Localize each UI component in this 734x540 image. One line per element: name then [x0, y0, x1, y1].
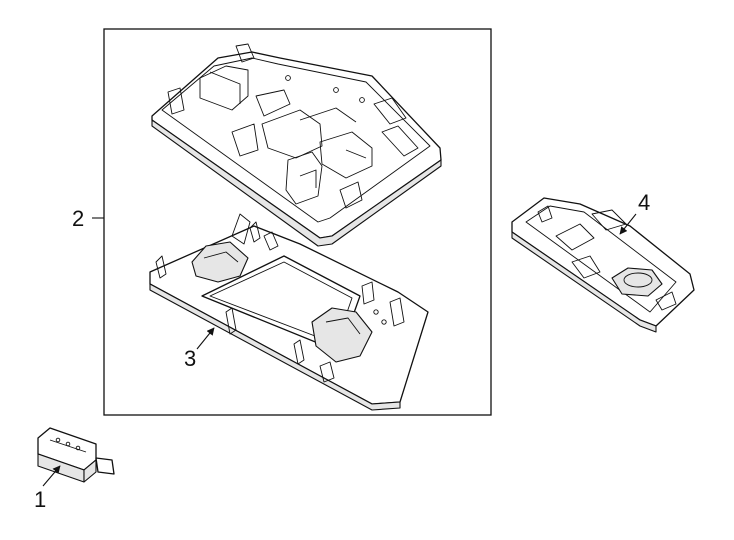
assembly-frame	[103, 28, 492, 416]
callout-2: 2	[72, 206, 84, 231]
callout-1: 1	[34, 487, 46, 512]
console-housing	[151, 43, 442, 247]
switch-module	[37, 427, 115, 483]
lamp-bracket	[511, 197, 695, 333]
callout-3: 3	[184, 346, 196, 371]
trim-panel	[149, 213, 429, 411]
leader-line-3	[196, 327, 215, 350]
callout-4: 4	[638, 190, 650, 215]
leader-line-4	[619, 213, 637, 235]
leader-line-1	[42, 465, 61, 487]
